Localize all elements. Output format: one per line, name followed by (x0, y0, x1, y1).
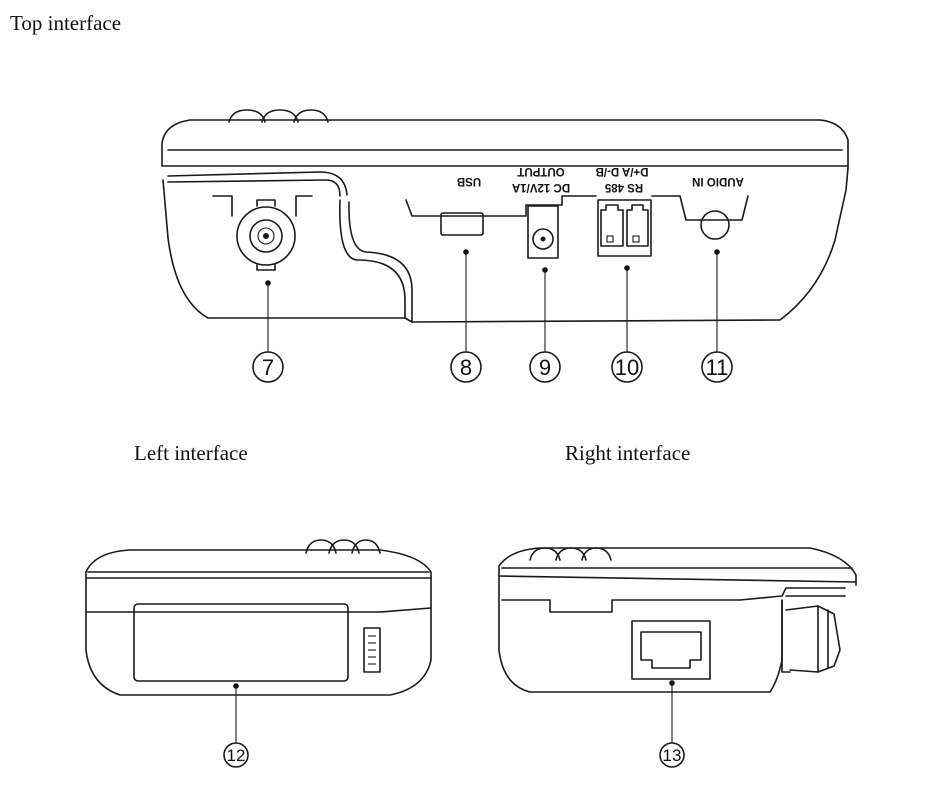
rs485-label-line2: D+/A D-/B (596, 165, 649, 177)
top-interface-heading: Top interface (10, 11, 122, 35)
bnc-connector (236, 206, 296, 266)
battery-cover (133, 603, 349, 682)
rs485-label-line1: RS 485 (604, 181, 643, 193)
svg-text:12: 12 (227, 746, 246, 765)
dc-label-line2: OUTPUT (517, 165, 564, 177)
top-view-device (161, 109, 849, 323)
top-body-outline (162, 167, 849, 323)
left-side-switch (363, 627, 381, 673)
rs485-terminal (597, 199, 652, 257)
callout-11: 11 (701, 351, 733, 383)
top-port-labels: USB DC 12V/1A OUTPUT RS 485 D+/A D-/B AU… (457, 165, 744, 193)
left-view-device (85, 539, 432, 743)
svg-text:7: 7 (262, 355, 274, 380)
dc-jack (527, 205, 559, 259)
svg-text:9: 9 (539, 355, 551, 380)
right-body-outline (498, 575, 783, 693)
right-lid-outline (498, 547, 857, 586)
svg-text:10: 10 (615, 355, 639, 380)
top-lid-outline (161, 119, 849, 169)
callout-9: 9 (529, 351, 561, 383)
audio-jack (700, 210, 730, 240)
callout-7: 7 (252, 351, 284, 383)
right-view-device (498, 547, 857, 743)
audio-label: AUDIO IN (692, 175, 744, 187)
right-interface-heading: Right interface (565, 441, 691, 465)
callout-8: 8 (450, 351, 482, 383)
callout-10: 10 (611, 351, 643, 383)
top-button-3 (293, 109, 329, 123)
svg-text:11: 11 (706, 355, 729, 380)
left-body-outline (85, 577, 432, 696)
svg-text:13: 13 (663, 746, 682, 765)
callout-13: 13 (659, 742, 685, 768)
top-leaders (265, 249, 720, 352)
right-side-connector (785, 605, 841, 673)
top-button-2 (261, 109, 299, 123)
top-button-1 (228, 109, 266, 123)
usb-label: USB (457, 175, 481, 187)
rj45-port (631, 620, 711, 680)
left-lid-outline (85, 549, 432, 579)
left-interface-heading: Left interface (134, 441, 248, 465)
dc-label-line1: DC 12V/1A (512, 181, 570, 193)
callout-12: 12 (223, 742, 249, 768)
svg-text:8: 8 (460, 355, 472, 380)
usb-port (440, 212, 484, 236)
